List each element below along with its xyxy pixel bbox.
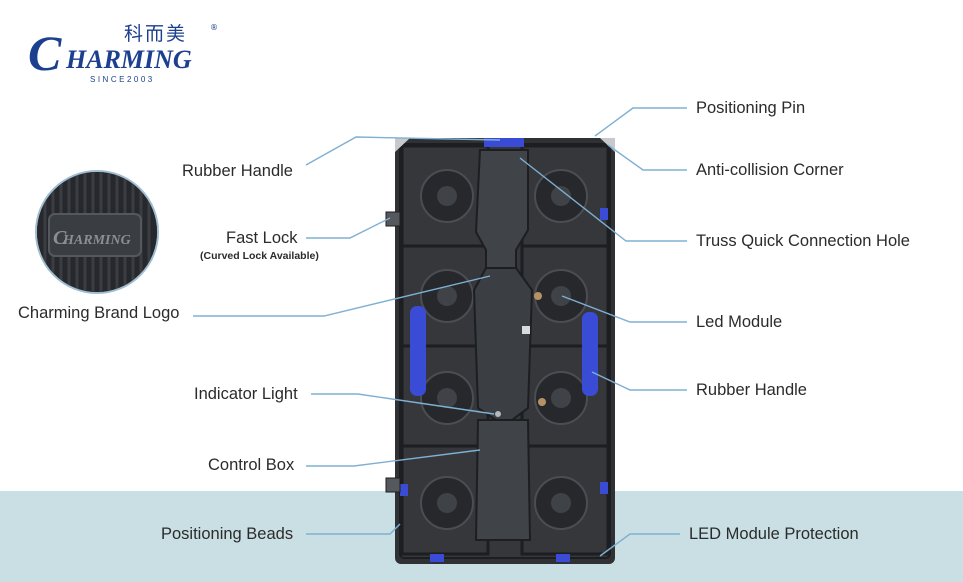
label-positioning-beads: Positioning Beads xyxy=(161,525,294,543)
leader-positioning-pin xyxy=(594,107,687,137)
brand-logo-inset: HARMING C xyxy=(35,170,159,294)
label-led-module-protection: LED Module Protection xyxy=(689,525,859,543)
leader-anti-collision xyxy=(607,144,687,171)
label-led-module: Led Module xyxy=(696,313,783,331)
label-control-box: Control Box xyxy=(208,456,295,474)
label-fast-lock-note: (Curved Lock Available) xyxy=(200,250,319,262)
label-positioning-pin: Positioning Pin xyxy=(696,99,806,117)
inset-logo-text: HARMING xyxy=(62,233,131,248)
brand-since: SINCE2003 xyxy=(90,75,155,84)
leader-brand-logo xyxy=(193,275,491,317)
led-cabinet xyxy=(385,138,615,564)
leader-led-module xyxy=(561,295,687,323)
leader-truss xyxy=(519,157,687,242)
label-charming-brand-logo: Charming Brand Logo xyxy=(18,304,180,322)
leader-indicator-light xyxy=(311,393,495,415)
leader-rubber-handle-top xyxy=(305,136,501,166)
brand-chinese: 科而美 xyxy=(124,23,187,45)
label-rubber-handle-top: Rubber Handle xyxy=(182,162,293,180)
brand-initial: C xyxy=(28,25,62,81)
leader-control-box xyxy=(306,449,481,467)
label-rubber-handle-side: Rubber Handle xyxy=(696,381,807,399)
label-truss-quick-connection-hole: Truss Quick Connection Hole xyxy=(696,232,910,250)
brand-logo: C HARMING 科而美 ® SINCE2003 xyxy=(28,18,228,88)
leader-led-module-protection xyxy=(599,533,680,557)
leader-rubber-handle-side xyxy=(591,371,687,391)
leader-positioning-beads xyxy=(306,523,401,535)
label-fast-lock: Fast Lock xyxy=(226,229,298,247)
leader-fast-lock xyxy=(306,217,391,239)
label-indicator-light: Indicator Light xyxy=(194,385,298,403)
brand-registered: ® xyxy=(210,23,218,32)
brand-name: HARMING xyxy=(65,45,192,74)
label-anti-collision-corner: Anti-collision Corner xyxy=(696,161,844,179)
inset-logo-initial: C xyxy=(53,227,67,249)
